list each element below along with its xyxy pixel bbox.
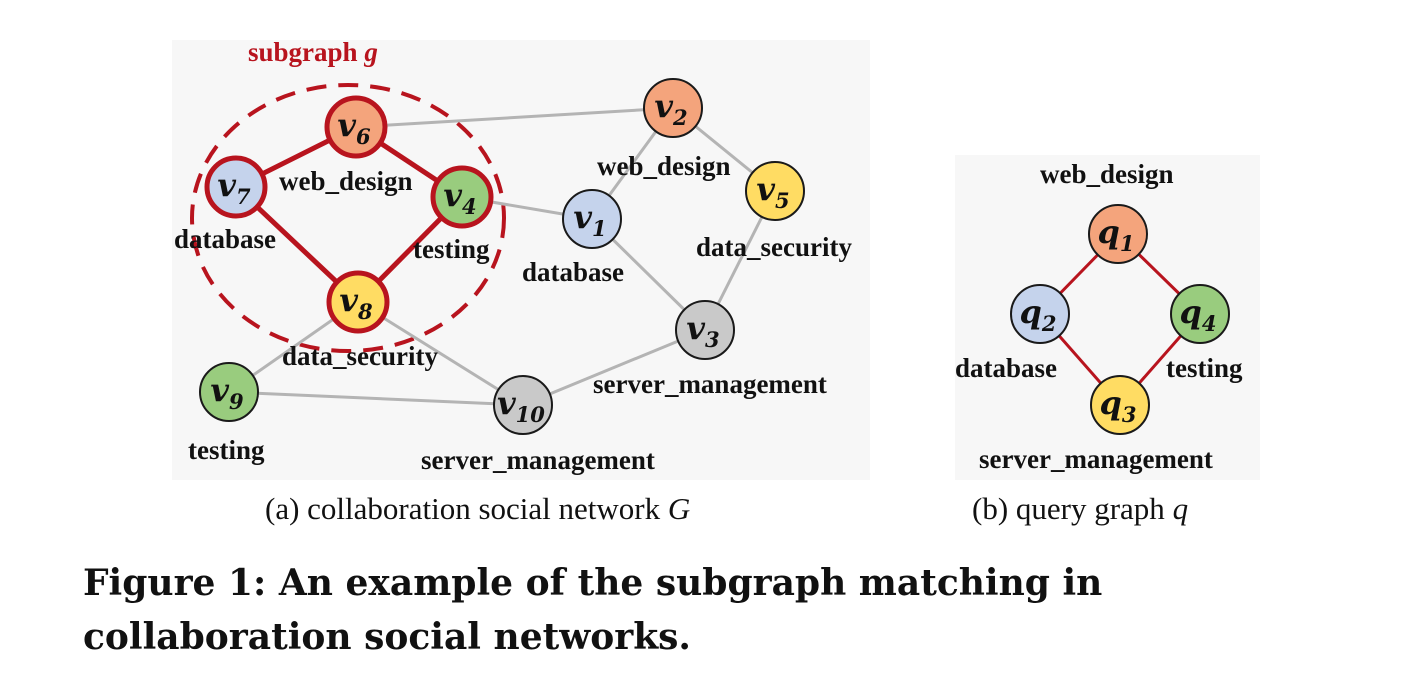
node-label-q3: server_management <box>979 444 1213 474</box>
node-label-q2: database <box>955 353 1057 383</box>
node-name-v6: v6 <box>337 106 371 149</box>
node-name-v8: v8 <box>339 281 373 324</box>
G-edge-v3-v10 <box>522 328 706 407</box>
node-v3: v3 <box>675 300 735 360</box>
node-label-v10: server_management <box>421 445 655 475</box>
node-circle-v5 <box>745 161 805 221</box>
node-name-v9: v9 <box>210 371 244 414</box>
graph-G-nodes: v6 v7 database v4 testing v8 data_security v2 we… <box>174 78 852 475</box>
node-label-v4: testing <box>413 234 490 264</box>
node-circle-v6 <box>324 95 388 159</box>
figure-caption: Figure 1: An example of the subgraph mat… <box>83 562 1103 658</box>
node-name-v10: v10 <box>497 384 545 427</box>
node-circle-q1 <box>1088 204 1148 264</box>
node-label-q4: testing <box>1166 353 1243 383</box>
node-q3: q3 <box>1090 375 1150 435</box>
node-name-q1: q1 <box>1098 213 1135 256</box>
node-name-q2: q2 <box>1020 293 1057 336</box>
node-name-v5: v5 <box>756 170 789 213</box>
node-name-v1: v1 <box>573 198 606 241</box>
node-label-v8: data_security <box>282 341 438 371</box>
G-edge-v9-v10 <box>228 390 524 407</box>
node-v9: v9 <box>199 362 259 422</box>
node-label-v2: web_design <box>597 151 731 181</box>
node-circle-v3 <box>675 300 735 360</box>
node-q2: q2 <box>1010 284 1070 344</box>
node-q1: q1 <box>1088 204 1148 264</box>
node-name-v4: v4 <box>443 176 476 219</box>
node-circle-q4 <box>1170 284 1230 344</box>
node-v4: v4 <box>430 165 494 229</box>
node-circle-v8 <box>326 270 390 334</box>
node-v10: v10 <box>493 375 553 435</box>
node-label-v9: testing <box>188 435 265 465</box>
node-circle-v2 <box>643 78 703 138</box>
subgraph-region-ellipse <box>190 83 506 353</box>
G-edge-v6-v2 <box>355 106 674 129</box>
node-v2: v2 <box>643 78 703 138</box>
node-label-q1: web_design <box>1040 159 1174 189</box>
node-circle-v10 <box>493 375 553 435</box>
node-name-q4: q4 <box>1180 293 1217 336</box>
node-circle-v1 <box>562 189 622 249</box>
node-v5: v5 <box>745 161 805 221</box>
node-name-q3: q3 <box>1100 384 1137 427</box>
node-v1: v1 <box>562 189 622 249</box>
G-edge-v8-v10 <box>357 300 524 407</box>
node-label-v7: database <box>174 224 276 254</box>
node-circle-q3 <box>1090 375 1150 435</box>
subgraph-title: subgraph g <box>248 37 378 67</box>
graph-q-nodes: q1 web_design q2 database q4 testing q3 server_… <box>955 159 1243 474</box>
node-label-v3: server_management <box>593 369 827 399</box>
node-circle-v4 <box>430 165 494 229</box>
caption-a: (a) collaboration social network G <box>265 491 690 526</box>
node-name-v3: v3 <box>686 309 719 352</box>
node-circle-v7 <box>204 155 268 219</box>
node-circle-v9 <box>199 362 259 422</box>
node-name-v2: v2 <box>654 87 687 130</box>
node-label-v1: database <box>522 257 624 287</box>
node-q4: q4 <box>1170 284 1230 344</box>
figure-canvas: subgraph g v6 v7 database v4 testing v8 data_s… <box>174 37 1243 526</box>
node-v8: v8 <box>326 270 390 334</box>
node-circle-q2 <box>1010 284 1070 344</box>
caption-b: (b) query graph q <box>972 491 1188 526</box>
node-label-v6: web_design <box>279 166 413 196</box>
node-name-v7: v7 <box>217 166 251 209</box>
node-label-v5: data_security <box>696 232 852 262</box>
node-v6: v6 <box>324 95 388 159</box>
node-v7: v7 <box>204 155 268 219</box>
